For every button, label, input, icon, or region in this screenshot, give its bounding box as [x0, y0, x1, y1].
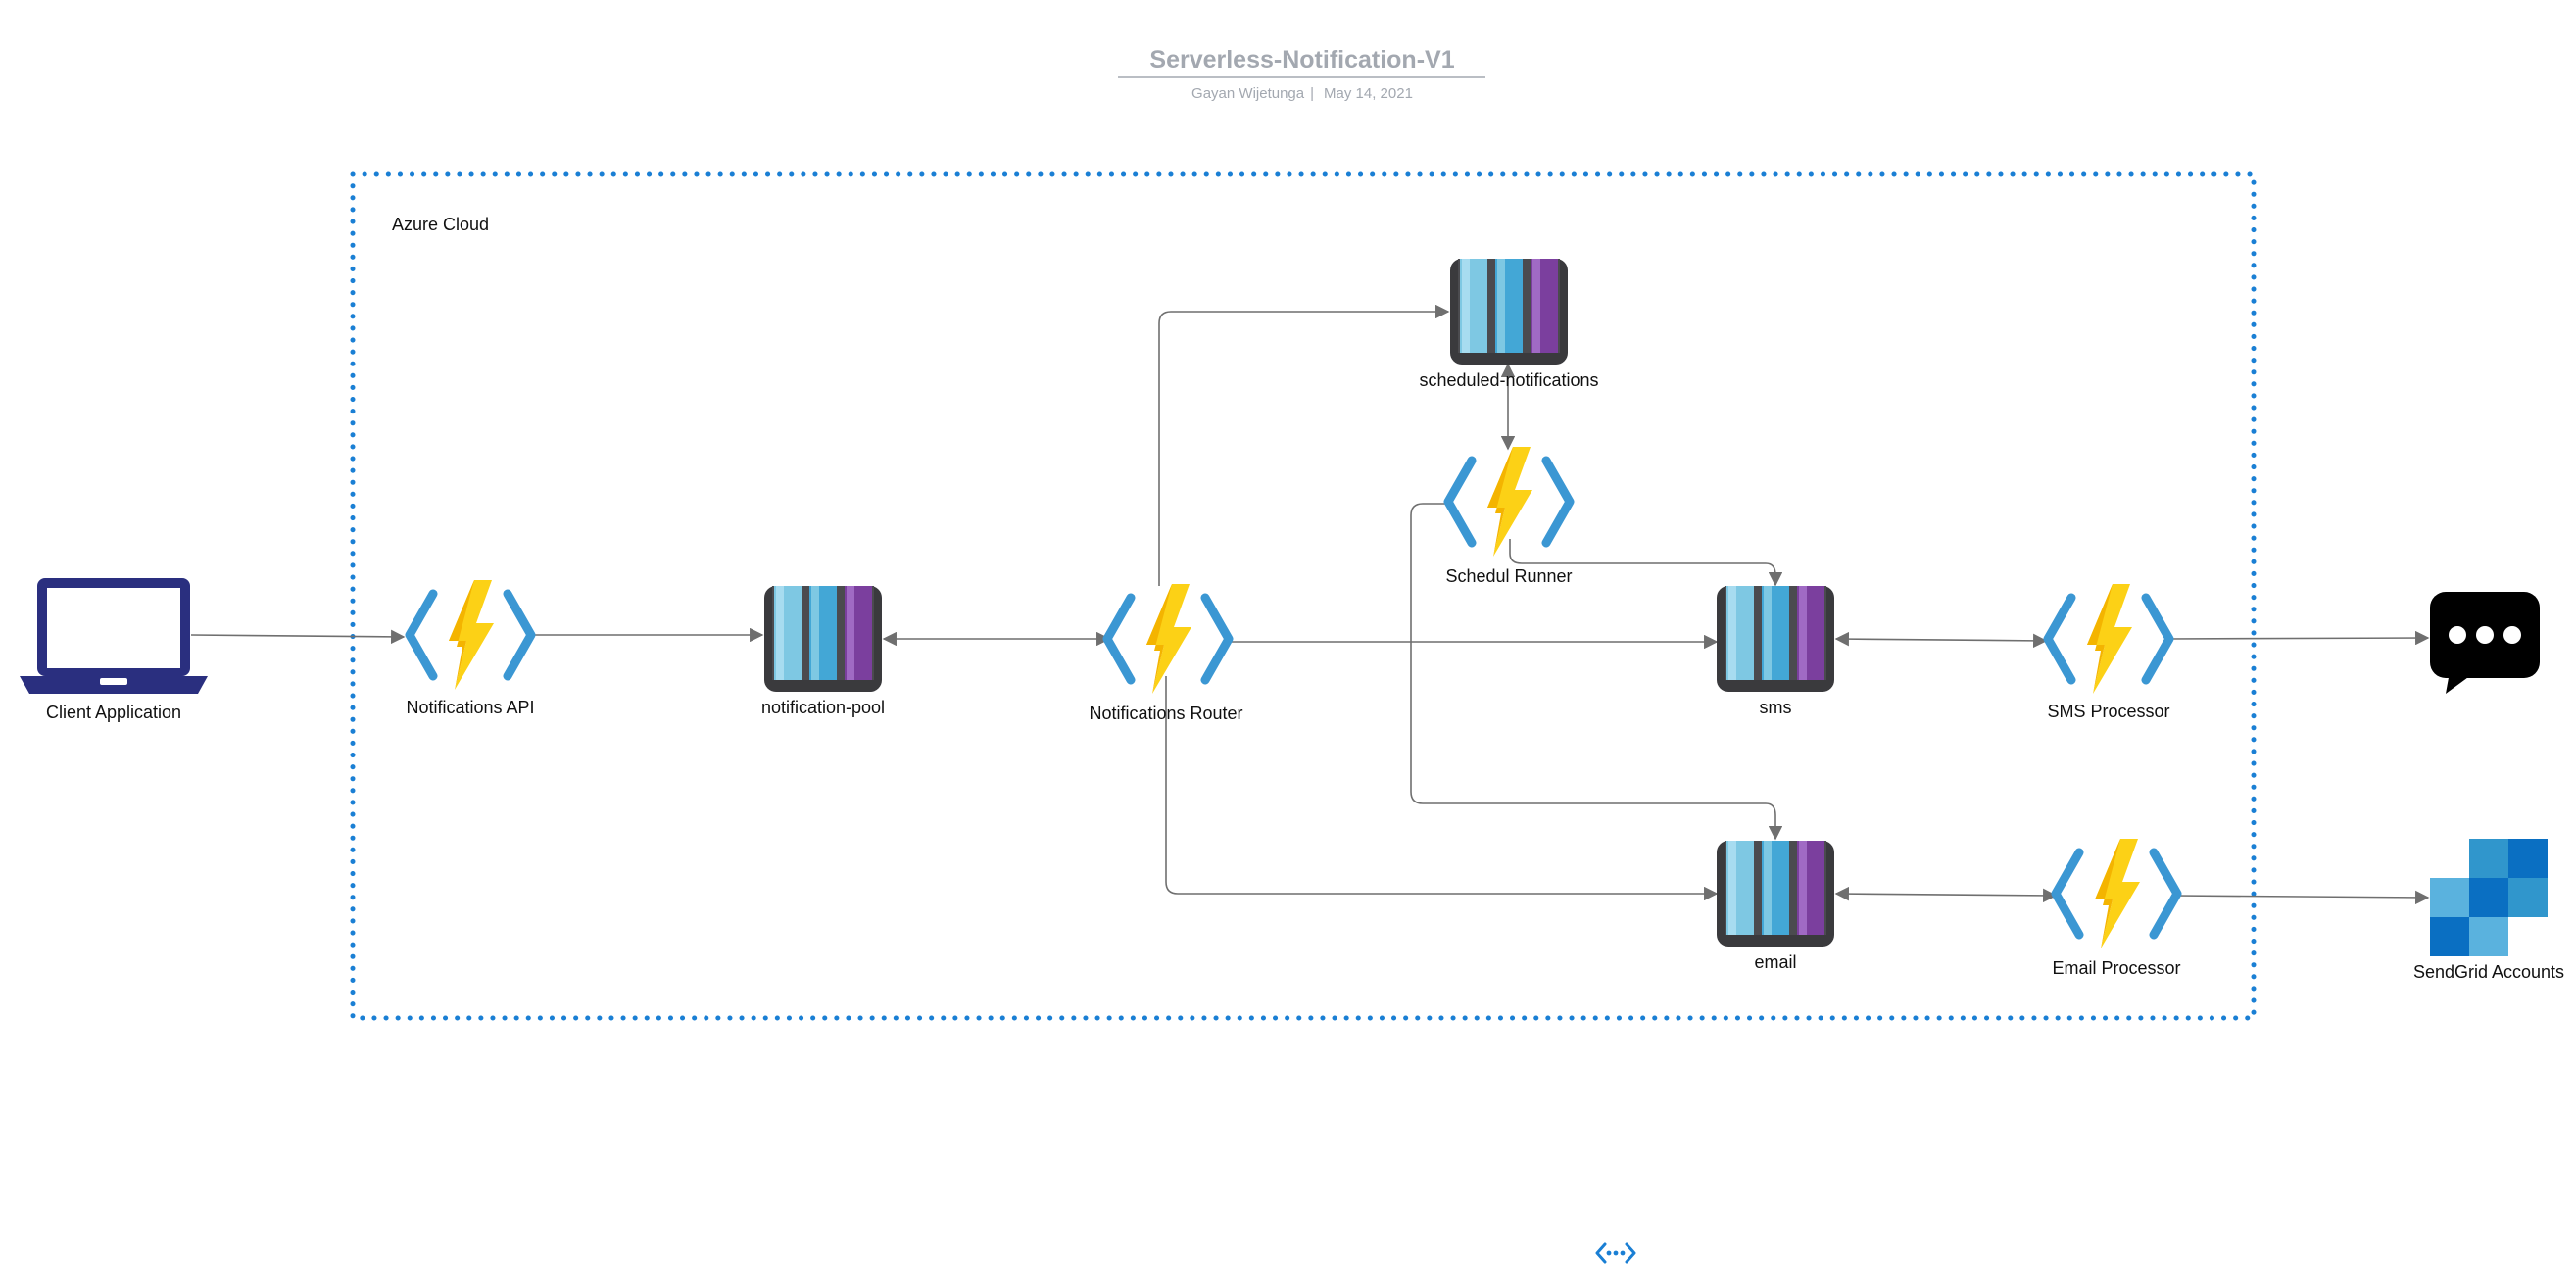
notifications-api-label: Notifications API	[406, 698, 534, 717]
schedul-runner-label: Schedul Runner	[1445, 566, 1572, 586]
sendgrid-accounts-label: SendGrid Accounts	[2413, 962, 2564, 982]
email-processor-node[interactable]: Email Processor	[2052, 839, 2180, 978]
edge-runner-to-email[interactable]	[1410, 503, 1783, 841]
virtual-network-icon	[1595, 1242, 1636, 1264]
sendgrid-accounts-node[interactable]: SendGrid Accounts	[2413, 839, 2564, 982]
edge-smsprocessor-to-chat[interactable]	[2166, 630, 2430, 646]
sms-queue-label: sms	[1760, 698, 1792, 717]
edge-runner-to-sms[interactable]	[1509, 539, 1783, 587]
notifications-api-node[interactable]: Notifications API	[406, 580, 534, 717]
edge-router-to-email[interactable]	[1165, 676, 1719, 901]
azure-function-icon	[410, 580, 531, 690]
page-subtitle: Gayan Wijetunga | May 14, 2021	[1191, 85, 1413, 102]
azure-cloud-boundary[interactable]	[350, 171, 2257, 1021]
azure-function-icon	[2056, 839, 2177, 948]
page-title: Serverless-Notification-V1	[1149, 46, 1454, 73]
notification-pool-label: notification-pool	[761, 698, 885, 717]
laptop-icon	[20, 578, 208, 694]
sms-queue-node[interactable]: sms	[1717, 586, 1834, 717]
sms-processor-label: SMS Processor	[2047, 702, 2169, 721]
schedul-runner-node[interactable]: Schedul Runner	[1445, 447, 1572, 586]
client-application-node[interactable]: Client Application	[20, 578, 208, 722]
storage-queue-icon	[1717, 841, 1834, 947]
client-application-label: Client Application	[46, 703, 181, 722]
chat-bubble-icon	[2430, 592, 2540, 694]
notifications-router-node[interactable]: Notifications Router	[1089, 584, 1243, 723]
edge-client-to-api[interactable]	[190, 629, 406, 645]
sms-processor-node[interactable]: SMS Processor	[2047, 584, 2169, 721]
azure-cloud-label: Azure Cloud	[392, 215, 489, 234]
storage-queue-icon	[1717, 586, 1834, 692]
azure-function-icon	[1107, 584, 1229, 694]
author-name: Gayan Wijetunga	[1191, 85, 1305, 102]
edge-emailprocessor-to-sendgrid[interactable]	[2174, 890, 2430, 905]
edge-sms-smsprocessor[interactable]	[1834, 631, 2048, 649]
azure-function-icon	[1448, 447, 1570, 557]
storage-queue-icon	[1450, 259, 1568, 365]
subtitle-separator: |	[1310, 85, 1314, 102]
storage-queue-icon	[764, 586, 882, 692]
email-queue-label: email	[1754, 952, 1796, 972]
notifications-router-label: Notifications Router	[1089, 704, 1242, 723]
azure-function-icon	[2048, 584, 2169, 694]
scheduled-notifications-node[interactable]: scheduled-notifications	[1419, 259, 1599, 390]
notification-pool-node[interactable]: notification-pool	[761, 586, 885, 717]
email-queue-node[interactable]: email	[1717, 841, 1834, 972]
email-processor-label: Email Processor	[2052, 958, 2180, 978]
edge-router-to-scheduled[interactable]	[1158, 304, 1450, 586]
connectors	[190, 304, 2430, 905]
sms-target-node[interactable]	[2430, 592, 2540, 694]
scheduled-notifications-label: scheduled-notifications	[1419, 370, 1598, 390]
diagram-date: May 14, 2021	[1324, 85, 1413, 102]
sendgrid-logo-icon	[2430, 839, 2548, 956]
edge-email-emailprocessor[interactable]	[1834, 886, 2058, 903]
